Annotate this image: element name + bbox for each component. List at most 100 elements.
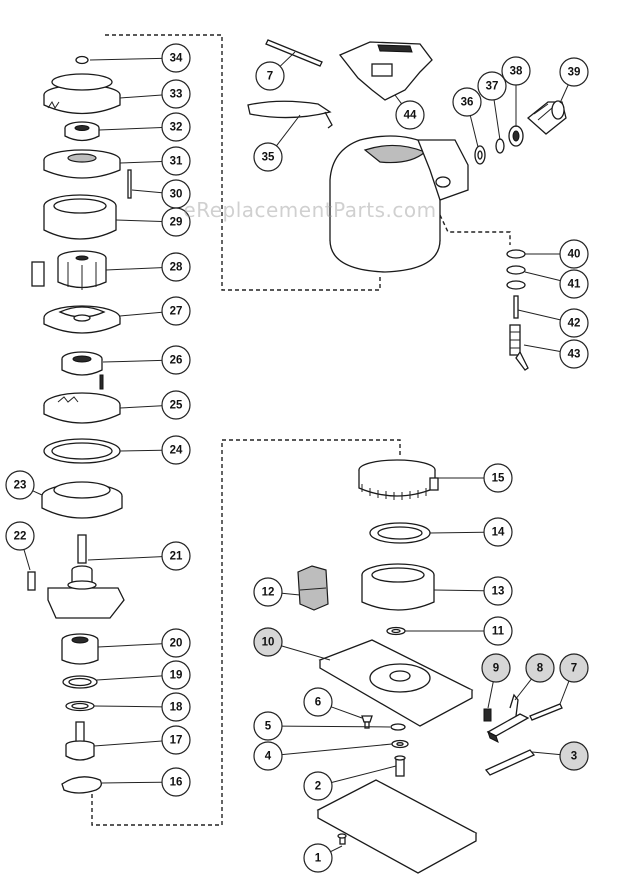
part-8-clamp-lever[interactable]	[486, 693, 530, 743]
part-6-screw[interactable]	[361, 715, 373, 729]
callout-bubble-21-13[interactable]	[161, 541, 191, 571]
callout-9-36[interactable]: 9	[481, 653, 511, 683]
part-1-screw[interactable]	[337, 833, 347, 845]
part-41-o-ring[interactable]	[506, 265, 526, 290]
callout-bubble-43-29[interactable]	[559, 339, 589, 369]
part-22-key[interactable]	[27, 571, 36, 591]
part-20-bearing[interactable]	[61, 633, 99, 665]
callout-28-6[interactable]: 28	[161, 252, 191, 282]
callout-bubble-7-38[interactable]	[559, 653, 589, 683]
callout-31-3[interactable]: 31	[161, 146, 191, 176]
part-12-bumper[interactable]	[297, 565, 329, 611]
callout-43-29[interactable]: 43	[559, 339, 589, 369]
part-37-seal[interactable]	[495, 138, 505, 154]
callout-39-25[interactable]: 39	[559, 57, 589, 87]
callout-bubble-37-23[interactable]	[477, 71, 507, 101]
callout-bubble-6-39[interactable]	[303, 687, 333, 717]
part-28-rotor-and-vanes[interactable]	[31, 250, 107, 290]
callout-bubble-40-26[interactable]	[559, 239, 589, 269]
callout-bubble-1-44[interactable]	[303, 843, 333, 873]
part-2-bolt[interactable]	[394, 755, 406, 777]
callout-16-18[interactable]: 16	[161, 767, 191, 797]
callout-25-9[interactable]: 25	[161, 390, 191, 420]
part-15-dust-ring[interactable]	[358, 459, 439, 500]
callout-6-39[interactable]: 6	[303, 687, 333, 717]
part-1-pad[interactable]	[316, 779, 478, 874]
callout-8-37[interactable]: 8	[525, 653, 555, 683]
callout-17-17[interactable]: 17	[161, 725, 191, 755]
callout-bubble-14-31[interactable]	[483, 517, 513, 547]
part-13-shroud[interactable]	[361, 563, 435, 611]
callout-bubble-17-17[interactable]	[161, 725, 191, 755]
callout-bubble-35-21[interactable]	[253, 142, 283, 172]
part-32-bearing[interactable]	[64, 121, 100, 142]
callout-20-14[interactable]: 20	[161, 628, 191, 658]
callout-bubble-32-2[interactable]	[161, 112, 191, 142]
callout-23-11[interactable]: 23	[5, 470, 35, 500]
callout-29-5[interactable]: 29	[161, 207, 191, 237]
callout-18-16[interactable]: 18	[161, 692, 191, 722]
callout-7-38[interactable]: 7	[559, 653, 589, 683]
callout-27-7[interactable]: 27	[161, 296, 191, 326]
callout-10-35[interactable]: 10	[253, 627, 283, 657]
main-housing[interactable]	[329, 135, 469, 273]
part-31-end-plate[interactable]	[43, 149, 121, 179]
callout-bubble-5-40[interactable]	[253, 711, 283, 741]
part-4-washer[interactable]	[391, 739, 409, 749]
callout-bubble-10-35[interactable]	[253, 627, 283, 657]
callout-bubble-41-27[interactable]	[559, 269, 589, 299]
callout-bubble-36-22[interactable]	[452, 87, 482, 117]
callout-33-1[interactable]: 33	[161, 79, 191, 109]
part-18-washer[interactable]	[65, 700, 95, 712]
part-10-base-plate[interactable]	[318, 639, 474, 727]
callout-11-34[interactable]: 11	[483, 616, 513, 646]
part-36-washer[interactable]	[474, 145, 486, 165]
callout-bubble-16-18[interactable]	[161, 767, 191, 797]
callout-bubble-27-7[interactable]	[161, 296, 191, 326]
callout-bubble-4-41[interactable]	[253, 741, 283, 771]
part-17-eccentric-shaft[interactable]	[65, 721, 95, 761]
callout-24-10[interactable]: 24	[161, 435, 191, 465]
callout-bubble-25-9[interactable]	[161, 390, 191, 420]
part-40-o-ring[interactable]	[506, 249, 526, 259]
callout-41-27[interactable]: 41	[559, 269, 589, 299]
callout-bubble-15-30[interactable]	[483, 463, 513, 493]
part-25-housing-ring[interactable]	[43, 392, 121, 424]
callout-19-15[interactable]: 19	[161, 660, 191, 690]
callout-3-42[interactable]: 3	[559, 741, 589, 771]
part-24-gasket[interactable]	[43, 438, 121, 464]
callout-22-12[interactable]: 22	[5, 521, 35, 551]
callout-bubble-19-15[interactable]	[161, 660, 191, 690]
part-33-housing-ring[interactable]	[43, 73, 121, 115]
callout-42-28[interactable]: 42	[559, 308, 589, 338]
callout-14-31[interactable]: 14	[483, 517, 513, 547]
callout-2-43[interactable]: 2	[303, 771, 333, 801]
callout-38-24[interactable]: 38	[501, 56, 531, 86]
callout-bubble-3-42[interactable]	[559, 741, 589, 771]
part-27-front-plate[interactable]	[43, 305, 121, 334]
part-35-lever[interactable]	[247, 100, 333, 129]
callout-bubble-2-43[interactable]	[303, 771, 333, 801]
part-9-clamp-clip[interactable]	[483, 708, 492, 722]
callout-bubble-38-24[interactable]	[501, 56, 531, 86]
callout-32-2[interactable]: 32	[161, 112, 191, 142]
part-3-clamp-bar[interactable]	[484, 749, 536, 776]
part-11-washer[interactable]	[386, 626, 406, 636]
part-39-air-inlet[interactable]	[526, 100, 567, 135]
callout-37-23[interactable]: 37	[477, 71, 507, 101]
callout-40-26[interactable]: 40	[559, 239, 589, 269]
callout-bubble-7-19[interactable]	[255, 61, 285, 91]
callout-bubble-33-1[interactable]	[161, 79, 191, 109]
callout-bubble-18-16[interactable]	[161, 692, 191, 722]
callout-bubble-26-8[interactable]	[161, 345, 191, 375]
callout-13-32[interactable]: 13	[483, 576, 513, 606]
part-38-valve-ring[interactable]	[508, 125, 524, 147]
callout-4-41[interactable]: 4	[253, 741, 283, 771]
part-44-handle-cover[interactable]	[338, 41, 433, 101]
part-16-circlip[interactable]	[61, 776, 102, 794]
callout-21-13[interactable]: 21	[161, 541, 191, 571]
callout-bubble-34-0[interactable]	[161, 43, 191, 73]
part-43-valve-stem[interactable]	[509, 324, 529, 371]
callout-12-33[interactable]: 12	[253, 577, 283, 607]
callout-bubble-23-11[interactable]	[5, 470, 35, 500]
